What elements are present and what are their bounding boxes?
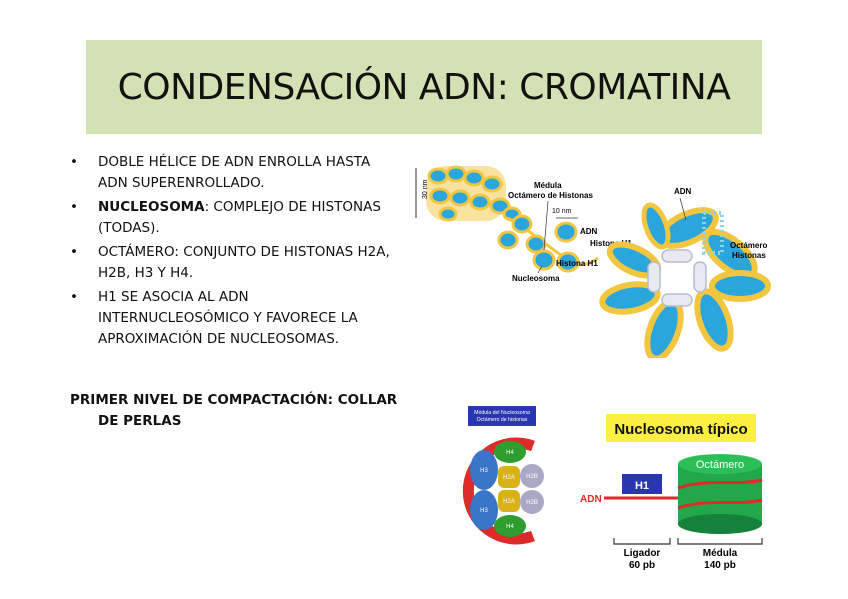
bullet-text: H1 SE ASOCIA AL ADN INTERNUCLEOSÓMICO Y … [98,289,358,347]
octamero-label: Octámero [696,459,744,471]
h3-bottom-label: H3 [480,508,488,514]
subheading-line-1: PRIMER NIVEL DE COMPACTACIÓN: COLLAR [70,392,398,408]
nucleosome-title-box [606,414,756,442]
h4-bottom-label: H4 [506,524,514,530]
octamer-header-line-1: Médula del Nucleosoma [474,410,530,416]
octamer-header-box [468,406,536,426]
slide-title: CONDENSACIÓN ADN: CROMATINA [117,66,731,108]
octamer-header-line-2: Octámero de histonas [477,417,528,423]
beads-on-string [497,214,599,273]
adn-label: ADN [580,494,602,505]
h2b-top-label: H2B [526,474,538,480]
h4-top-label: H4 [506,450,514,456]
typical-nucleosome-figure: Nucleosoma típico H1 ADN Octámero Ligado… [580,414,763,571]
solenoid-cross-section [599,202,771,358]
bullet-text: : COMPLEJO DE HISTONAS (TODAS). [98,199,381,236]
title-banner: CONDENSACIÓN ADN: CROMATINA [86,40,762,134]
label-histona-h1-a: Histona H1 [590,239,632,248]
label-adn-big: ADN [674,187,692,196]
h2a-top-label: H2A [503,475,515,481]
label-histona-h1-b: Histona H1 [556,259,598,268]
histone-octamer-figure: Médula del Nucleosoma Octámero de histon… [462,406,544,545]
scale-30nm-label: 30 nm [422,179,429,199]
subheading: PRIMER NIVEL DE COMPACTACIÓN: COLLAR DE … [70,390,400,432]
bullet-bold: NUCLEOSOMA [98,199,205,215]
label-octamero: Octámero [730,241,767,250]
h1-label: H1 [635,480,649,492]
h2a-bottom-label: H2A [503,499,515,505]
label-medula: Médula [534,181,562,190]
label-histonas: Histonas [732,251,766,260]
nucleosome-title: Nucleosoma típico [614,421,747,438]
ligador-pb-label: 60 pb [629,560,655,571]
label-10nm: 10 nm [552,208,572,215]
bullet-item: H1 SE ASOCIA AL ADN INTERNUCLEOSÓMICO Y … [70,287,400,350]
bullet-item: DOBLE HÉLICE DE ADN ENROLLA HASTA ADN SU… [70,152,400,194]
solenoid-fiber [426,165,522,222]
medula-label: Médula [703,548,738,559]
label-nucleosoma: Nucleosoma [512,274,560,283]
h1-box [622,474,662,494]
chromatin-fiber-figure: 30 nm Médula Octámero de Histonas 10 nm … [415,165,771,358]
ligador-label: Ligador [624,548,661,559]
bullet-item: NUCLEOSOMA: COMPLEJO DE HISTONAS (TODAS)… [70,197,400,239]
bullet-text: OCTÁMERO: CONJUNTO DE HISTONAS H2A, H2B,… [98,244,390,281]
bullet-item: OCTÁMERO: CONJUNTO DE HISTONAS H2A, H2B,… [70,242,400,284]
bullet-list: DOBLE HÉLICE DE ADN ENROLLA HASTA ADN SU… [70,152,400,353]
subheading-line-2: DE PERLAS [98,413,182,429]
h2b-bottom-label: H2B [526,500,538,506]
medula-pb-label: 140 pb [704,560,736,571]
label-octamero-histonas: Octámero de Histonas [508,191,593,200]
bullet-text: DOBLE HÉLICE DE ADN ENROLLA HASTA ADN SU… [98,154,371,191]
h3-top-label: H3 [480,468,488,474]
label-adn-small: ADN [580,227,598,236]
